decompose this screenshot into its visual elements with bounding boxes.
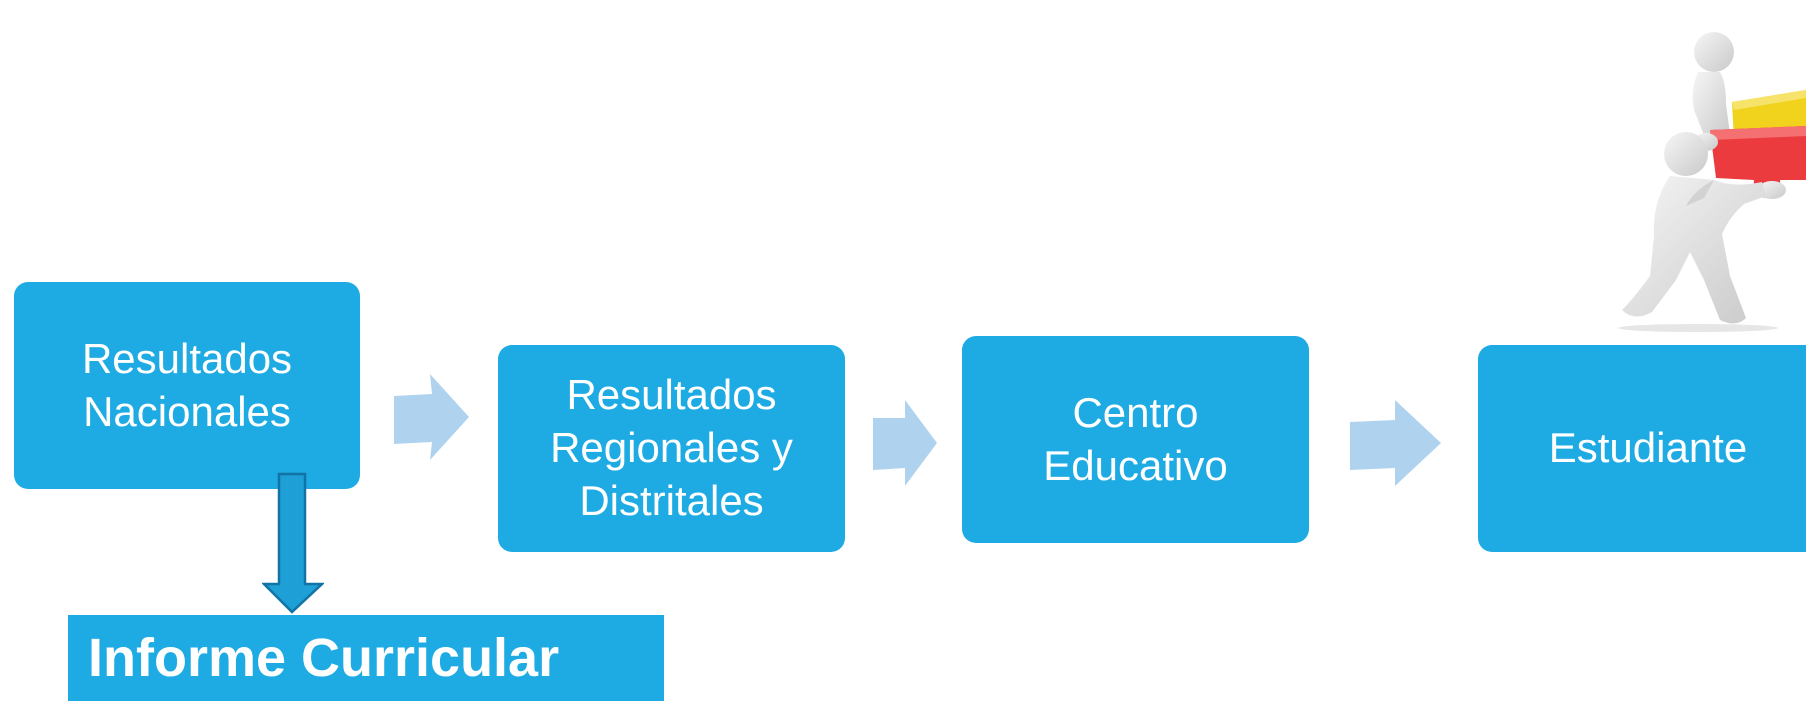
- flow-box-estudiante: Estudiante: [1478, 345, 1806, 552]
- flow-box-label: Resultados Regionales y Distritales: [550, 371, 793, 524]
- flow-box-label: Resultados Nacionales: [81, 334, 293, 435]
- flow-box-label: Centro Educativo: [1043, 388, 1228, 489]
- right-arrow-icon: [873, 400, 937, 486]
- informe-curricular-label: Informe Curricular: [88, 628, 560, 688]
- flow-box-label: Estudiante: [1548, 424, 1748, 472]
- flow-box-resultados-nacionales: Resultados Nacionales: [14, 282, 360, 489]
- down-arrow-icon: [262, 472, 324, 614]
- puzzle-teamwork-figures-icon: [1618, 32, 1806, 332]
- right-arrow-icon: [394, 374, 469, 460]
- informe-curricular-box: Informe Curricular: [68, 615, 664, 701]
- right-arrow-icon: [1350, 400, 1441, 486]
- flow-box-centro-educativo: Centro Educativo: [962, 336, 1309, 543]
- flow-box-resultados-regionales: Resultados Regionales y Distritales: [498, 345, 845, 552]
